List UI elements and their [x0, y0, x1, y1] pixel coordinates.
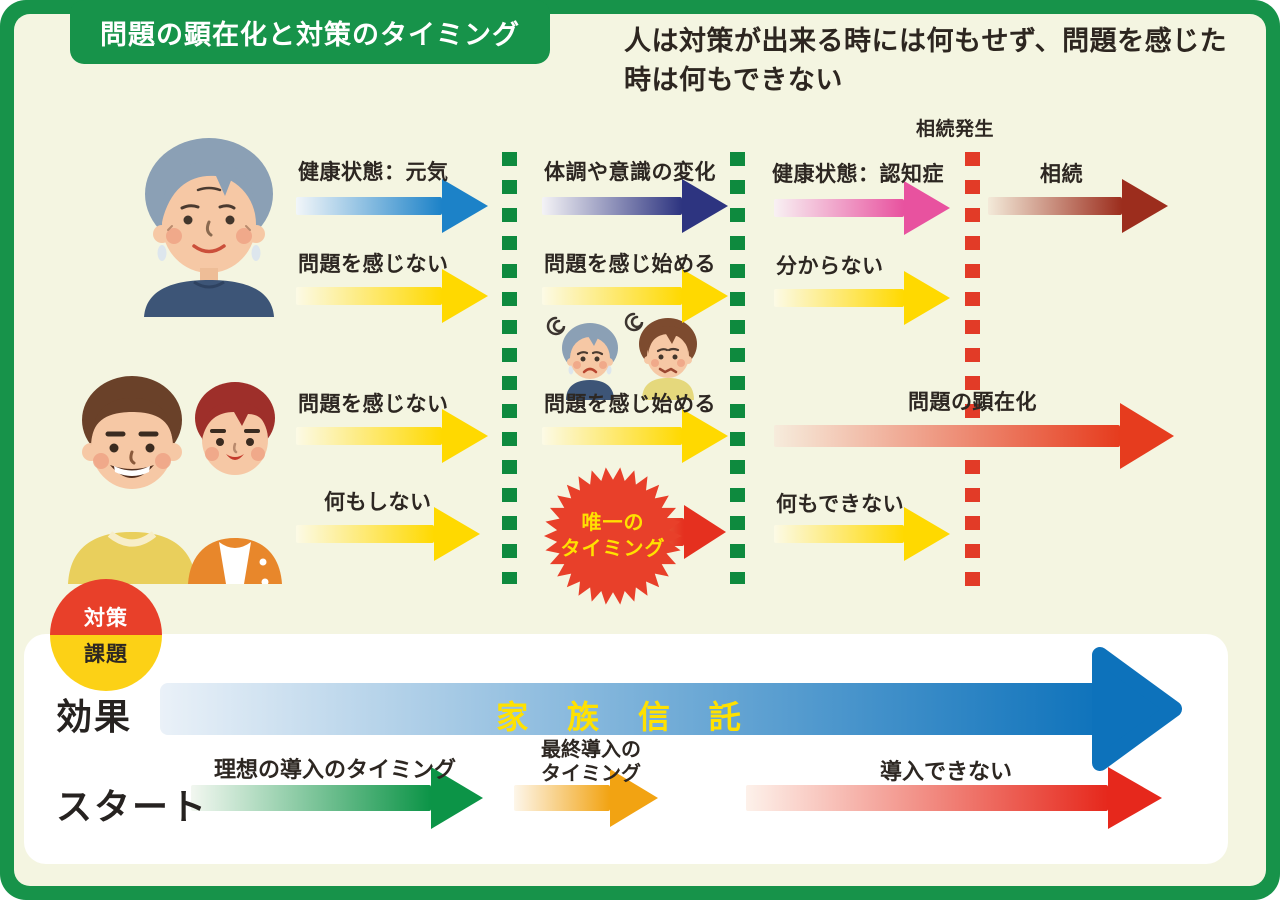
- label-cannot-do: 何もできない: [776, 493, 905, 516]
- family-trust-arrow: [160, 647, 1182, 771]
- label-health-active: 健康状態：元気: [298, 161, 449, 184]
- worried-elderly-couple-illustration: [546, 312, 697, 400]
- family-trust-label: 家 族 信 託: [496, 699, 756, 735]
- effect-label: 効果: [56, 696, 133, 737]
- subtitle-text: 人は対策が出来る時には何もせず、問題を感じた 時は何もできない: [624, 26, 1228, 96]
- middle-aged-couple-illustration: [68, 376, 282, 584]
- label-start-feeling-2: 問題を感じ始める: [544, 393, 716, 416]
- label-do-nothing: 何もしない: [324, 491, 432, 514]
- only-timing-label: 唯一の タイミング: [560, 512, 666, 560]
- inheritance-event-label: 相続発生: [916, 119, 995, 140]
- phase-divider-2: [730, 152, 745, 584]
- label-start-feeling-1: 問題を感じ始める: [544, 253, 716, 276]
- cannot-introduce-label: 導入できない: [880, 759, 1013, 784]
- phase-divider-1: [502, 152, 517, 584]
- dizzy-swirl-icon: [624, 312, 644, 332]
- dizzy-swirl-icon: [546, 316, 566, 336]
- only-timing-burst: [543, 467, 683, 605]
- label-health-dementia: 健康状態：認知症: [772, 163, 944, 186]
- elderly-woman-illustration: [144, 138, 274, 317]
- page-title: 問題の顕在化と対策のタイミング: [70, 0, 550, 64]
- inheritance-divider: [965, 152, 980, 592]
- final-timing-label: 最終導入の タイミング: [541, 739, 641, 785]
- label-inheritance: 相続: [1040, 163, 1083, 186]
- start-label: スタート: [56, 786, 209, 827]
- legend-circle: 対策 課題: [50, 579, 162, 691]
- label-problem-manifest: 問題の顕在化: [908, 391, 1037, 414]
- ideal-timing-label: 理想の導入のタイミング: [214, 757, 457, 782]
- label-condition-change: 体調や意識の変化: [544, 161, 716, 184]
- label-no-problem-1: 問題を感じない: [298, 253, 449, 276]
- label-no-problem-2: 問題を感じない: [298, 393, 449, 416]
- label-dont-understand: 分からない: [776, 255, 884, 278]
